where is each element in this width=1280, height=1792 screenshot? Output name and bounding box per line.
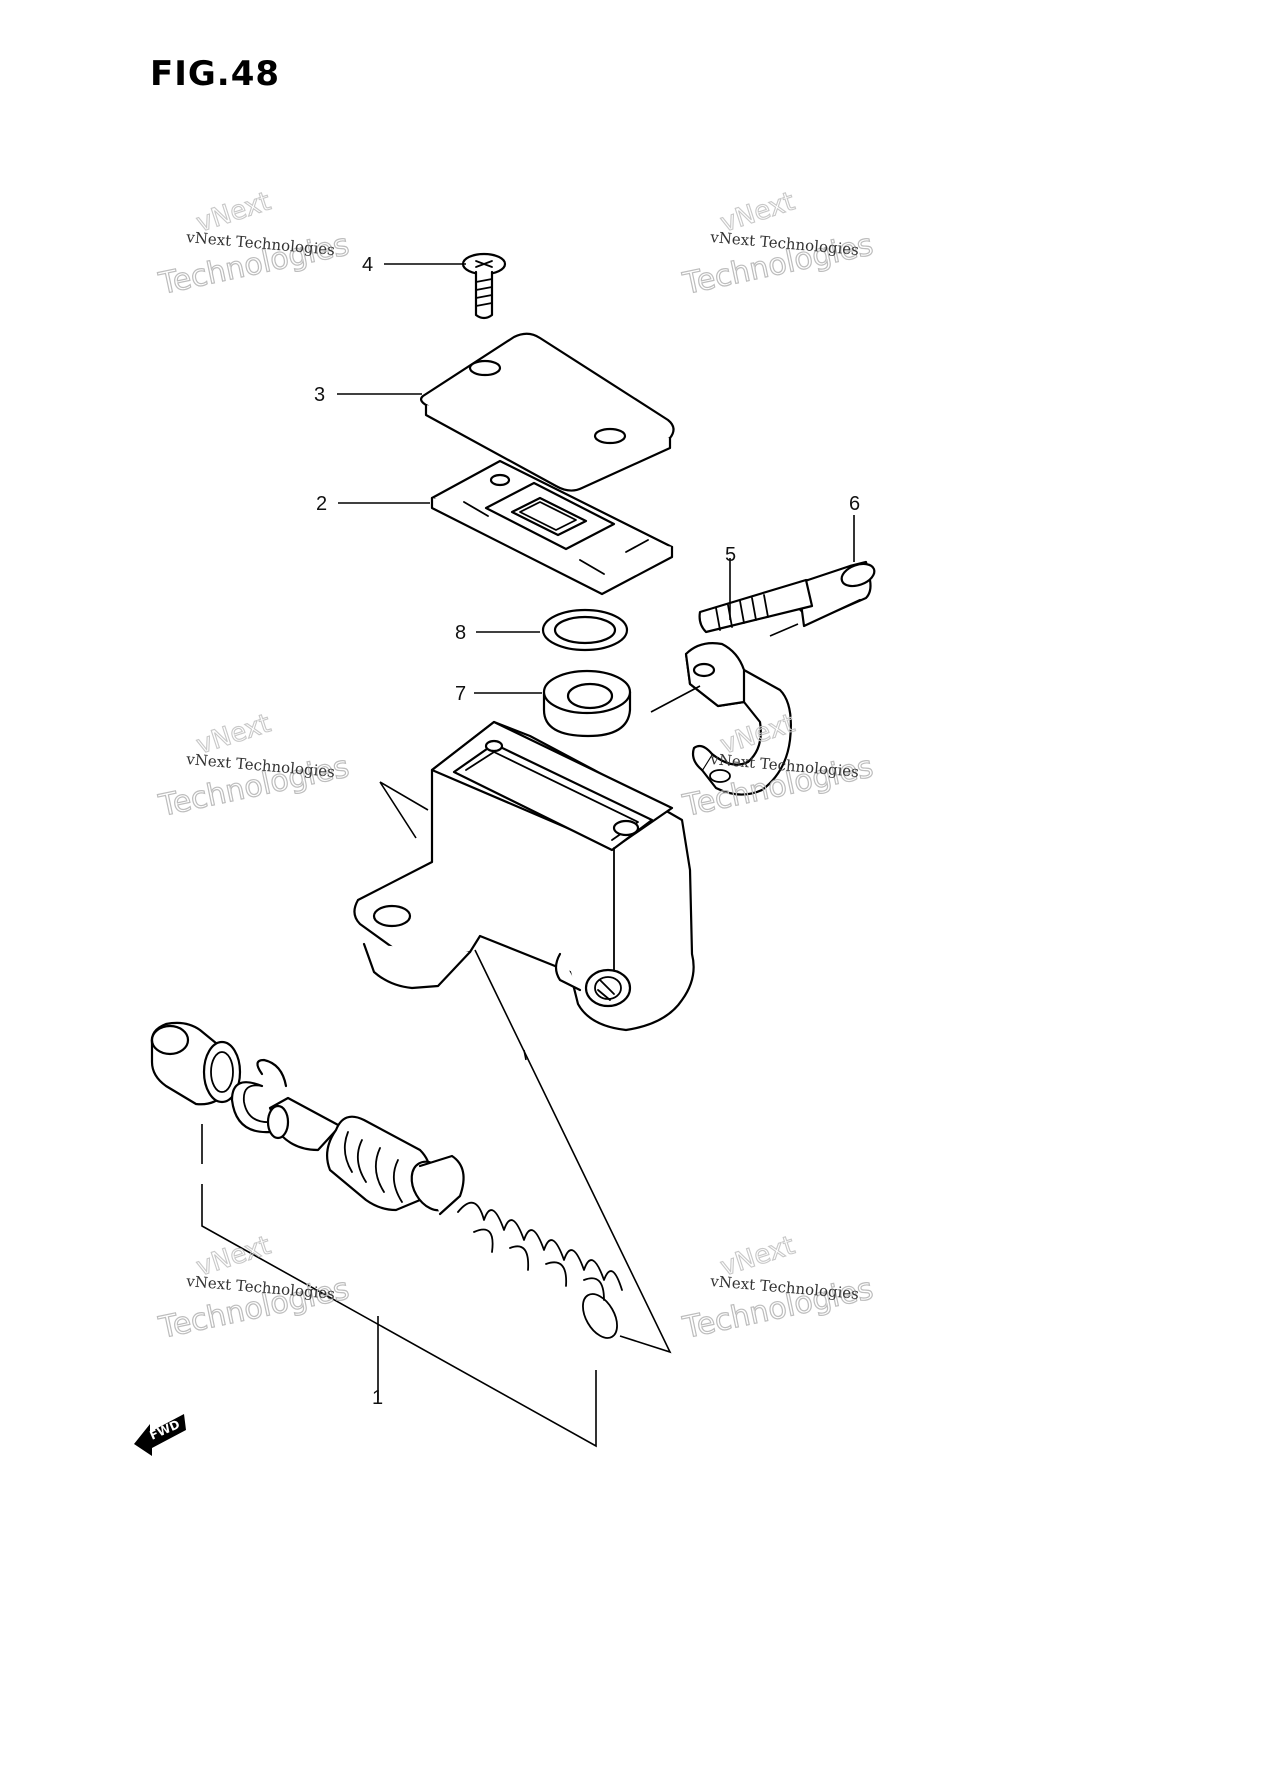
watermark-top-right: vNext Technologies vNext Technologies bbox=[679, 186, 877, 303]
part-7-plate bbox=[542, 669, 632, 738]
part-4-screw bbox=[461, 252, 507, 320]
watermark-bottom-right: vNext Technologies vNext Technologies bbox=[679, 1230, 877, 1347]
part-2-diaphragm bbox=[430, 459, 674, 596]
figure-title: FIG.48 bbox=[150, 54, 281, 94]
callout-label-4: 4 bbox=[362, 254, 373, 276]
watermark-top-left: vNext Technologies vNext Technologies bbox=[155, 186, 353, 303]
callout-label-1: 1 bbox=[372, 1387, 383, 1409]
callout-leaders bbox=[337, 263, 855, 694]
part-8-washer bbox=[541, 608, 629, 652]
part-5-holder bbox=[684, 642, 792, 796]
callout-label-8: 8 bbox=[455, 622, 466, 644]
watermark-mid-left: vNext Technologies vNext Technologies bbox=[155, 708, 353, 825]
master-cylinder-body bbox=[353, 720, 695, 1032]
assembly-guide-lines bbox=[201, 623, 799, 1448]
callout-label-2: 2 bbox=[316, 493, 327, 515]
callout-label-3: 3 bbox=[314, 384, 325, 406]
fwd-direction-badge: FWD bbox=[134, 1414, 186, 1456]
part-1-piston-set bbox=[150, 1021, 623, 1339]
watermark-bottom-left: vNext Technologies vNext Technologies bbox=[155, 1230, 353, 1347]
callout-label-7: 7 bbox=[455, 683, 466, 705]
callout-label-6: 6 bbox=[849, 493, 860, 515]
callout-label-5: 5 bbox=[725, 544, 736, 566]
part-6-bolt bbox=[698, 560, 876, 634]
watermark-mid-right: vNext Technologies vNext Technologies bbox=[679, 708, 877, 825]
part-3-reservoir-cap bbox=[419, 332, 675, 492]
